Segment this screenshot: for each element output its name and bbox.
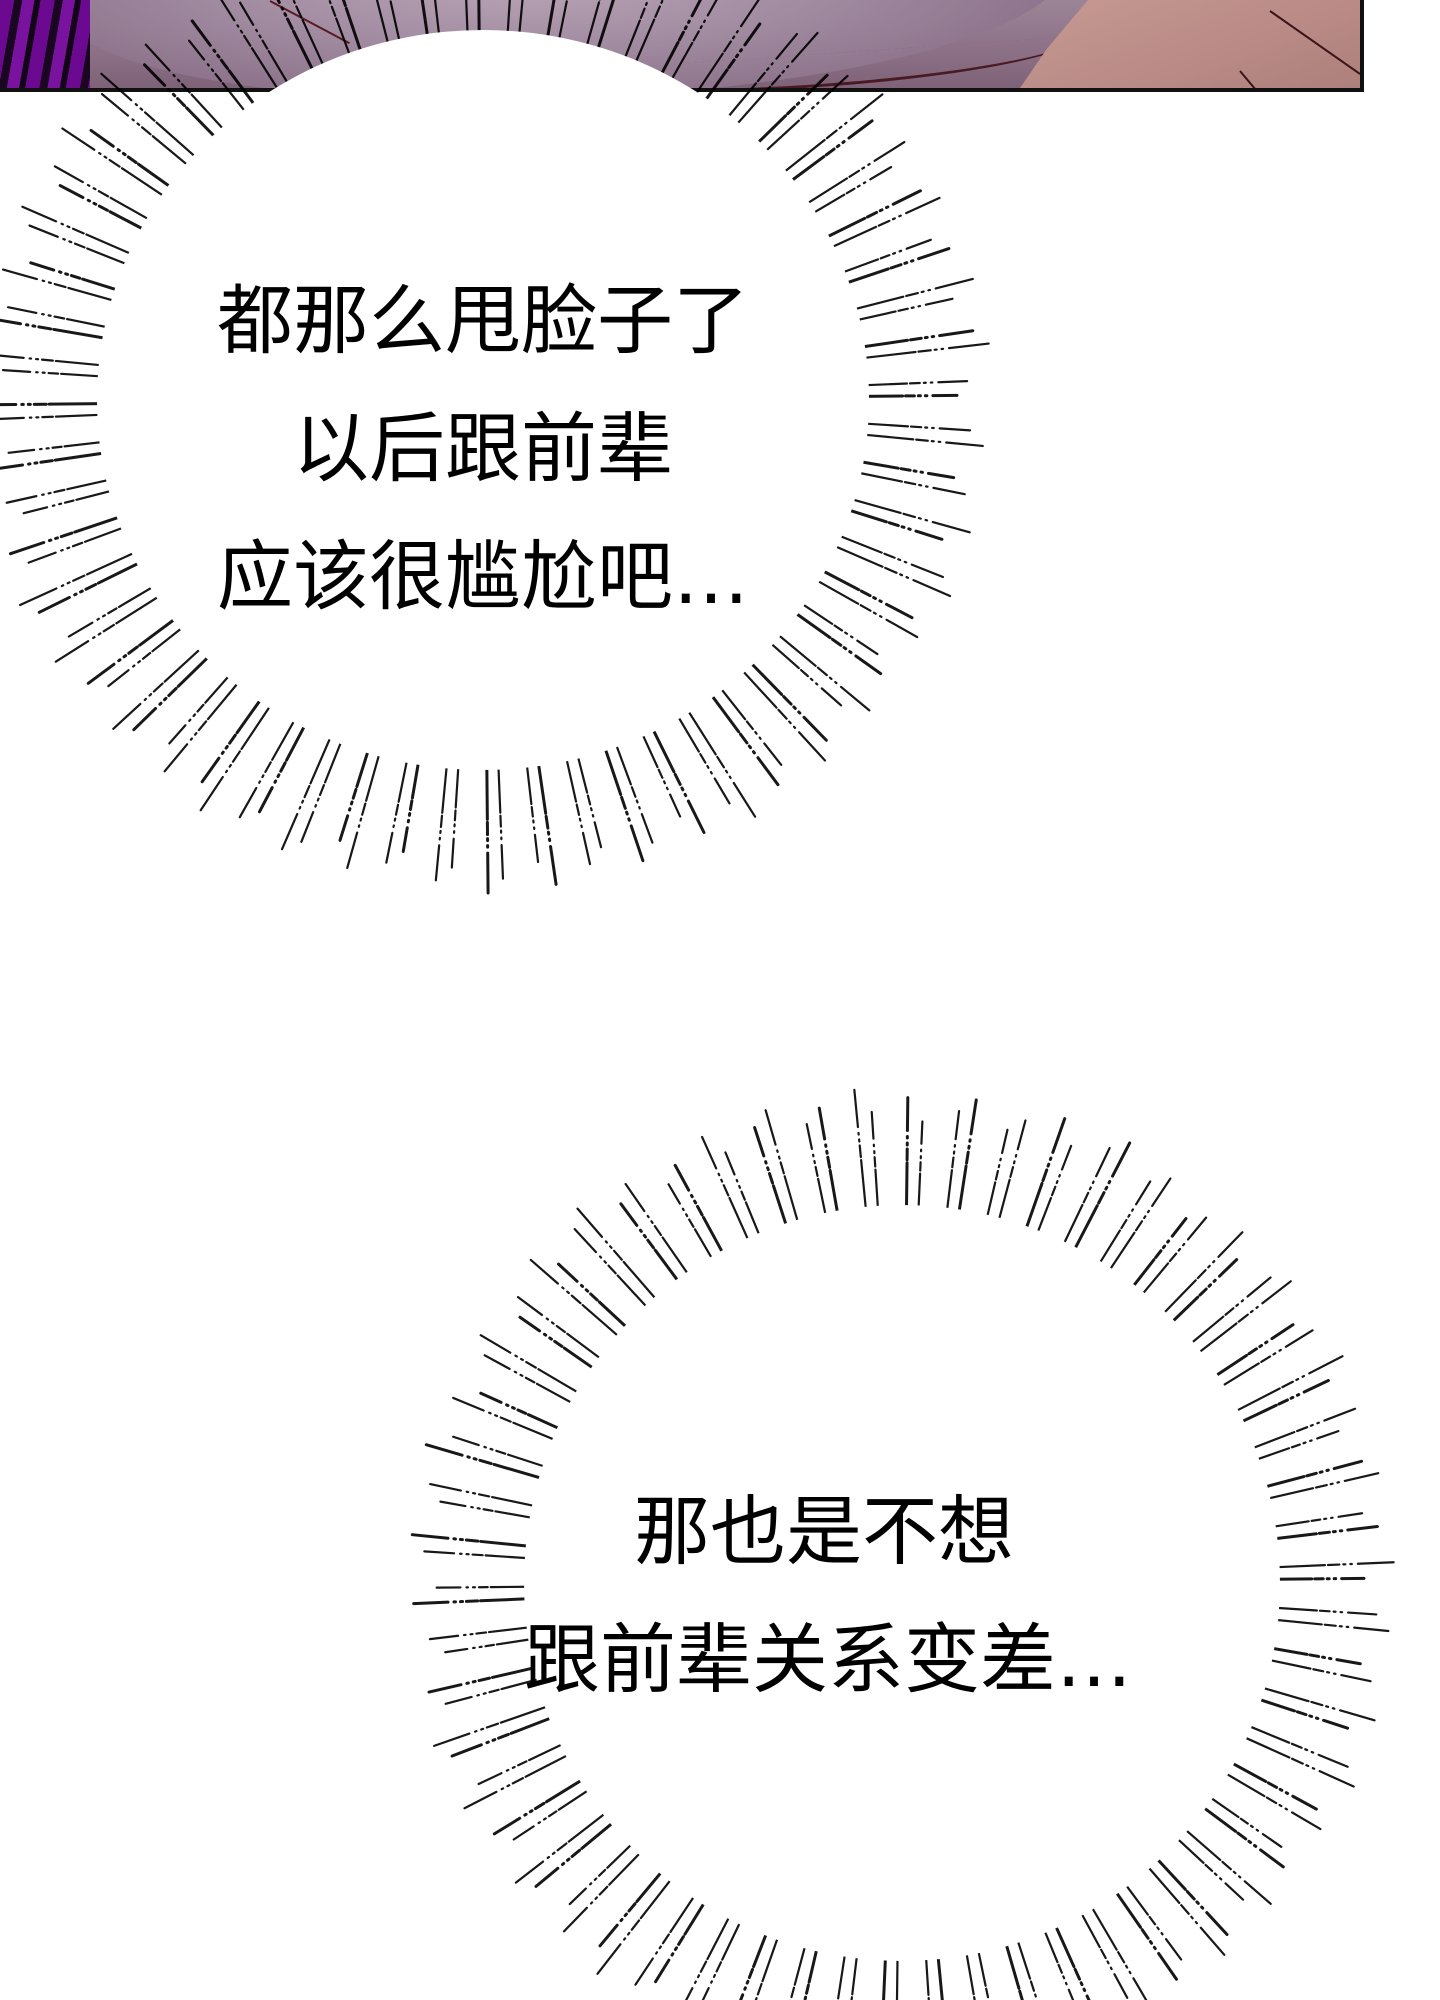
bubble-1-line-2: 以后跟前辈 <box>293 404 673 493</box>
bubble-2-text: 那也是不想 跟前辈关系变差… <box>524 1468 1132 1724</box>
shoulder-skin-art <box>1020 0 1360 88</box>
bubble-1-line-3: 应该很尴尬吧… <box>217 532 749 621</box>
bubble-2-line-2: 跟前辈关系变差… <box>524 1615 1132 1704</box>
character-hair-art <box>0 0 90 88</box>
bubble-1-line-1: 都那么甩脸子了 <box>217 276 749 365</box>
comic-panel-top <box>0 0 1364 92</box>
bubble-1-text: 都那么甩脸子了 以后跟前辈 应该很尴尬吧… <box>183 257 783 641</box>
bubble-2-line-1: 那也是不想 <box>634 1487 1014 1576</box>
